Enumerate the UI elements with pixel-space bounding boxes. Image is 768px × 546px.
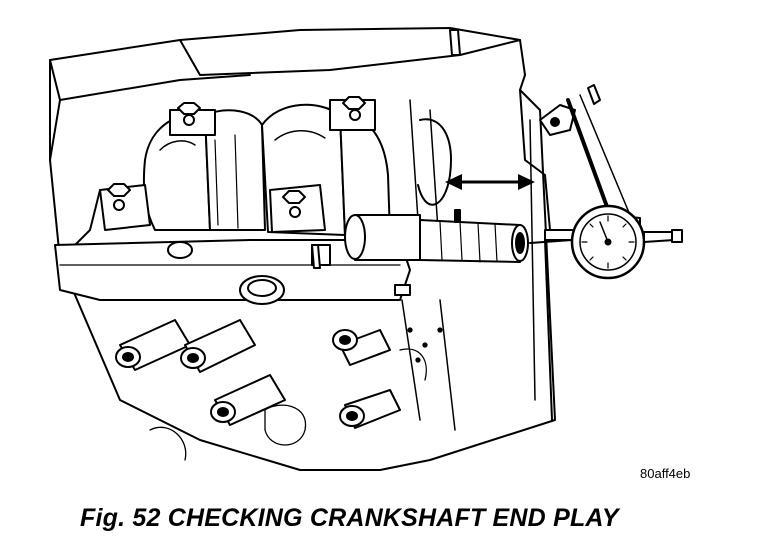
figure-reference-code: 80aff4eb [640, 466, 691, 481]
dial-indicator-icon [530, 206, 682, 278]
end-play-arrow-icon [445, 174, 535, 190]
figure-caption: Fig. 52 CHECKING CRANKSHAFT END PLAY [80, 504, 619, 532]
crankshaft-snout [345, 210, 528, 262]
crankshaft-end-play-illustration [0, 0, 768, 500]
bedplate [55, 240, 410, 304]
dowel-pins [312, 30, 460, 268]
main-cap-bolts [108, 97, 365, 217]
casting-details [150, 328, 442, 460]
lower-bosses [116, 320, 400, 428]
